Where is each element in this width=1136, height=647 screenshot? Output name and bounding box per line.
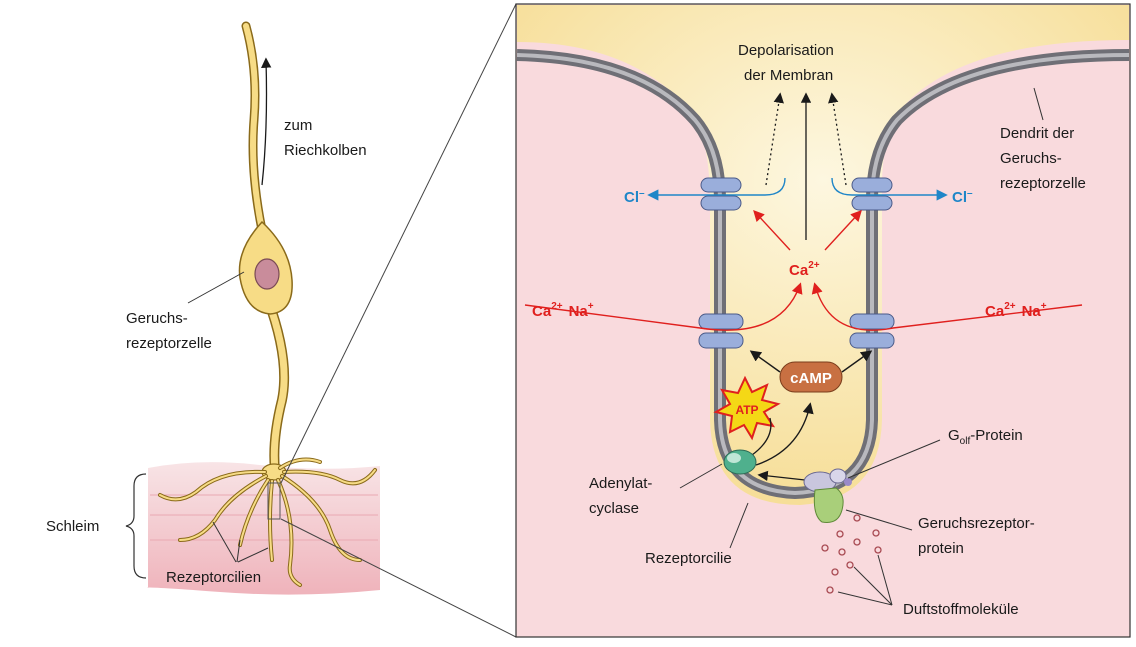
label-golf: Golf-Protein [948, 427, 1023, 447]
zoom-panel [515, 3, 1131, 638]
label-grp-2: protein [918, 540, 964, 557]
label-depol-1: Depolarisation [738, 42, 834, 59]
label-dendrit-2: Geruchs- [1000, 150, 1062, 167]
mucus-layer [147, 462, 380, 595]
duft-pointers [837, 554, 893, 606]
rezeptorcilien-pointers [212, 521, 269, 563]
svg-text:cAMP: cAMP [790, 370, 832, 387]
label-zum: zum [284, 117, 312, 134]
atp-curve [751, 417, 772, 456]
golf-protein [803, 468, 852, 493]
camp-molecule: cAMP [779, 361, 843, 393]
label-adenylat-1: Adenylat- [589, 475, 652, 492]
atp-molecule: ATP [713, 375, 781, 441]
label-depol-2: der Membran [744, 67, 833, 84]
receptor-cell [158, 21, 377, 587]
channel-cl-right [851, 177, 893, 211]
ca-arrows [524, 209, 1083, 331]
label-dendrit-3: rezeptorzelle [1000, 175, 1086, 192]
label-grp-1: Geruchsrezeptor- [918, 515, 1035, 532]
schleim-brace [125, 473, 147, 579]
odorant-receptor-protein [813, 487, 844, 523]
channel-cation-right [849, 313, 895, 349]
label-cl-right: Cl– [952, 188, 973, 206]
label-ca-center: Ca2+ [789, 260, 820, 279]
odorant-molecules [821, 514, 882, 594]
svg-text:ATP: ATP [735, 403, 758, 417]
channel-cation-left [698, 313, 744, 349]
label-riechkolben: Riechkolben [284, 142, 367, 159]
label-dendrit-1: Dendrit der [1000, 125, 1074, 142]
label-adenylat-2: cyclase [589, 500, 639, 517]
cl-arrow-right [831, 177, 948, 201]
label-rezeptorcilie: Rezeptorcilie [645, 550, 732, 567]
cl-arrow-left [647, 177, 786, 201]
label-duft: Duftstoffmoleküle [903, 601, 1019, 618]
depol-arrows [765, 92, 847, 240]
label-schleim: Schleim [46, 518, 99, 535]
arrow-to-bulb [261, 57, 272, 186]
label-geruchs: Geruchs- [126, 310, 188, 327]
label-ca-na-left: Ca2+Na+ [532, 301, 594, 320]
label-rezeptorcilien: Rezeptorcilien [166, 569, 261, 586]
label-ca-na-right: Ca2+Na+ [985, 301, 1047, 320]
adenylatcyclase-protein [723, 449, 757, 475]
channel-cl-left [700, 177, 742, 211]
zoom-box [267, 482, 281, 520]
camp-arrows [749, 350, 873, 466]
golf-to-ac-arrow [757, 470, 806, 482]
label-rezeptorzelle: rezeptorzelle [126, 335, 212, 352]
label-cl-left: Cl– [624, 188, 645, 206]
nucleus [254, 258, 280, 290]
